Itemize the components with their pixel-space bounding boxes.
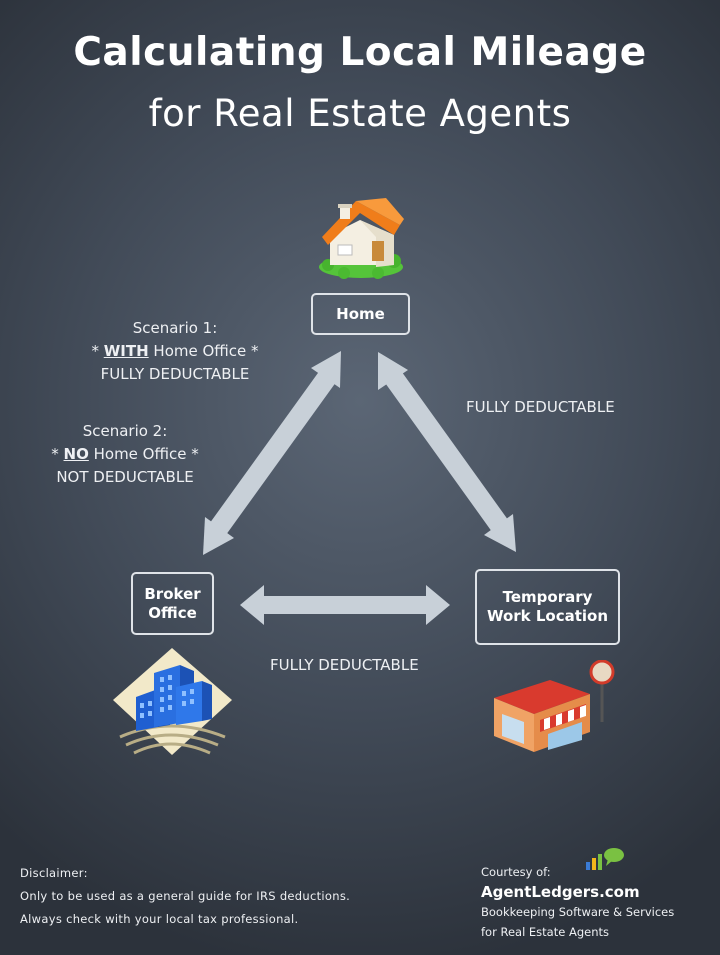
arrow-home-temp	[378, 352, 516, 552]
scenario-1-emphasis: WITH	[103, 342, 149, 360]
scenario-1: Scenario 1: * WITH Home Office * FULLY D…	[70, 317, 280, 386]
disclaimer-line-1: Only to be used as a general guide for I…	[20, 889, 351, 903]
edge-label-home-temp: FULLY DEDUCTABLE	[466, 398, 615, 416]
courtesy-site: AgentLedgers.com	[481, 883, 640, 901]
arrow-home-broker	[203, 351, 341, 555]
courtesy-heading: Courtesy of:	[481, 865, 551, 879]
home-node-label: Home	[336, 304, 385, 323]
temp-node-label-2: Work Location	[486, 607, 609, 625]
storefront-icon	[494, 660, 615, 752]
broker-node-label-2: Office	[148, 603, 197, 622]
scenario-1-heading: Scenario 1:	[132, 319, 218, 337]
courtesy-block: Courtesy of: AgentLedgers.com Bookkeepin…	[481, 862, 674, 942]
title-line-1: Calculating Local Mileage	[73, 30, 647, 75]
courtesy-line-1: Bookkeeping Software & Services	[481, 905, 675, 919]
broker-node-label-1: Broker	[144, 584, 201, 603]
scenario-2-suffix: Home Office *	[88, 445, 199, 463]
office-building-icon	[113, 648, 232, 755]
arrow-broker-temp	[240, 585, 450, 625]
title-line-2: for Real Estate Agents	[148, 92, 572, 135]
home-node: Home	[311, 293, 410, 335]
temporary-work-location-node: Temporary Work Location	[475, 569, 620, 645]
temp-node-label-1: Temporary	[502, 588, 593, 606]
disclaimer-heading: Disclaimer:	[20, 866, 88, 880]
scenario-2-prefix: *	[51, 445, 64, 463]
agentledgers-logo-icon	[586, 848, 624, 870]
scenario-1-prefix: *	[91, 342, 104, 360]
scenario-2: Scenario 2: * NO Home Office * NOT DEDUC…	[20, 420, 230, 489]
disclaimer: Disclaimer: Only to be used as a general…	[20, 862, 350, 931]
scenario-2-heading: Scenario 2:	[82, 422, 168, 440]
scenario-1-suffix: Home Office *	[148, 342, 259, 360]
disclaimer-line-2: Always check with your local tax profess…	[20, 912, 299, 926]
scenario-1-status: FULLY DEDUCTABLE	[100, 365, 250, 383]
house-icon	[319, 198, 404, 279]
edge-label-broker-temp: FULLY DEDUCTABLE	[270, 656, 419, 674]
scenario-2-status: NOT DEDUCTABLE	[56, 468, 194, 486]
courtesy-line-2: for Real Estate Agents	[481, 925, 609, 939]
broker-office-node: Broker Office	[131, 572, 214, 635]
scenario-2-emphasis: NO	[63, 445, 89, 463]
